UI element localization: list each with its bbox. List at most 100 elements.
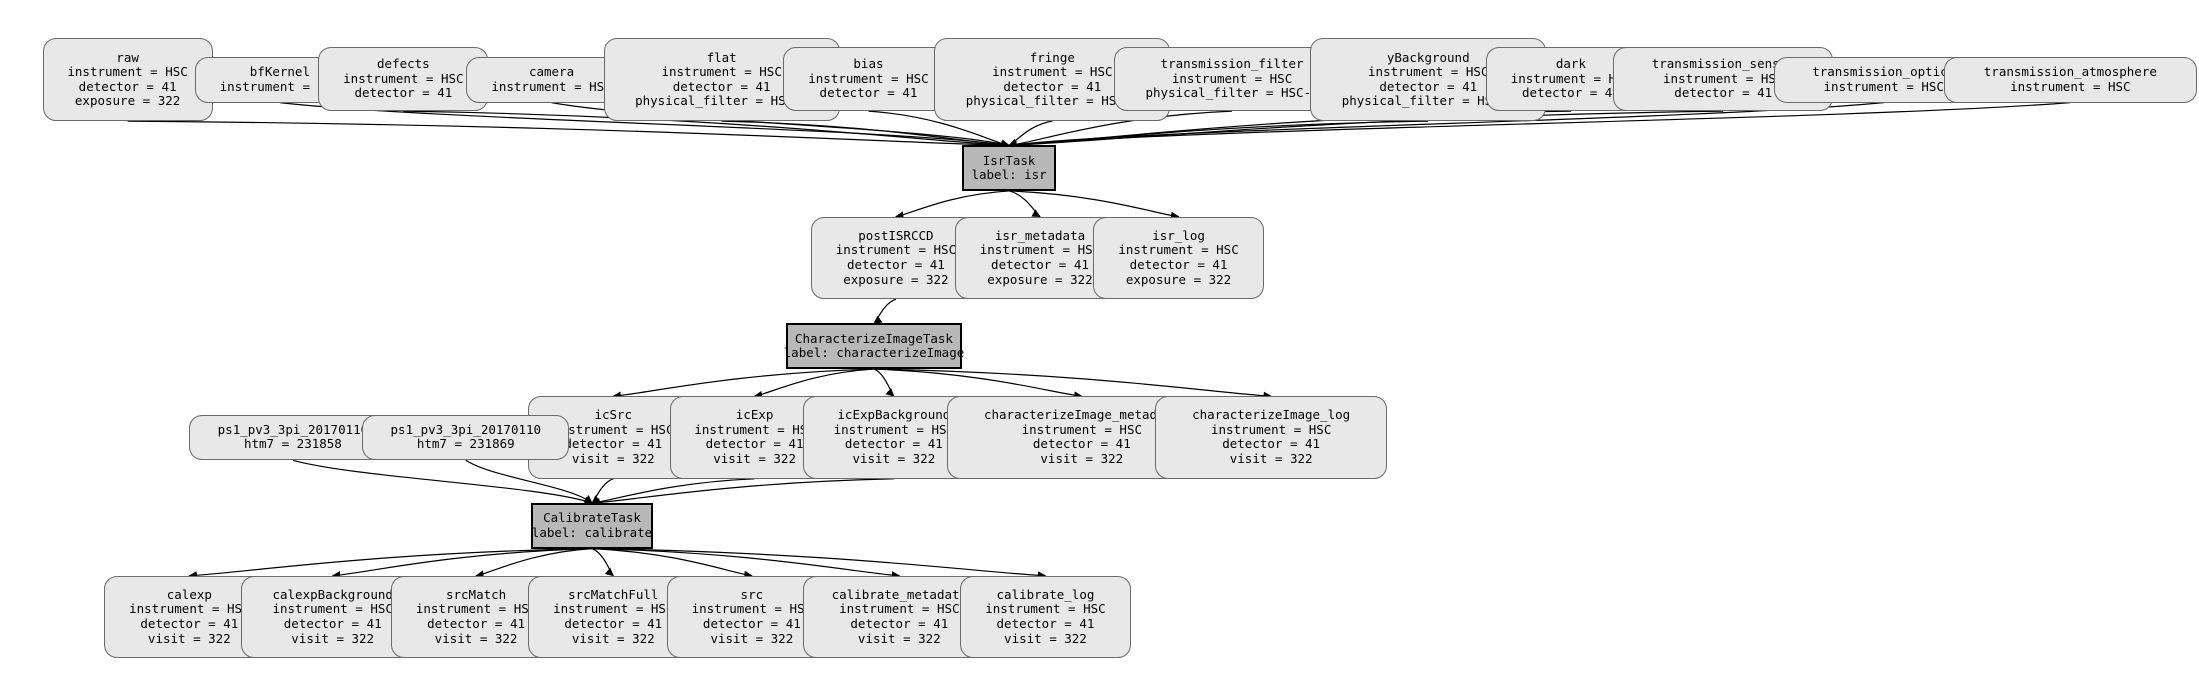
edge-fringe-to-IsrTask — [1008, 120, 1053, 147]
node-attr: detector = 41 — [819, 85, 918, 101]
edge-icExp-to-CalibrateTask — [591, 478, 755, 507]
node-attr: instrument = HSC — [1021, 421, 1143, 437]
edge-icExpBackground-to-CalibrateTask — [591, 478, 894, 507]
node-attr: physical_filter = HSC-Y — [965, 93, 1139, 109]
node-attr: instrument = HSC — [343, 70, 464, 86]
edge-CalibrateTask-to-src — [591, 548, 753, 580]
node-attr: visit = 322 — [571, 630, 655, 646]
node-attr: instrument = HSC — [1118, 242, 1239, 258]
node-attr: instrument = HSC — [694, 421, 815, 437]
node-attr: instrument = HSC — [1171, 70, 1293, 86]
edge-CharacterizeImageTask-to-characterizeImage_log — [873, 368, 1272, 401]
node-attr: visit = 322 — [1004, 630, 1087, 646]
node-attr: detector = 41 — [140, 616, 239, 631]
node-attr: instrument = HSC — [839, 601, 960, 617]
edge-CharacterizeImageTask-to-icSrc — [612, 368, 874, 400]
node-title: characterizeImage_log — [1192, 407, 1351, 423]
node-title: calexp — [166, 586, 212, 602]
edge-yBackground-to-IsrTask — [1008, 120, 1429, 150]
node-attr: visit = 322 — [713, 451, 796, 467]
node-attr: detector = 41 — [1003, 78, 1102, 94]
node-attr: instrument = HSC — [415, 601, 537, 617]
node-title: transmission_sensor — [1651, 56, 1795, 72]
node-attr: visit = 322 — [852, 451, 936, 467]
node-title: yBackground — [1386, 49, 1470, 65]
edge-CalibrateTask-to-srcMatchFull — [591, 548, 614, 577]
edge-flat-to-IsrTask — [721, 120, 1010, 150]
node-attr: instrument = HSC — [985, 601, 1106, 617]
edge-raw-to-IsrTask — [127, 120, 1010, 150]
node-attr: detector = 41 — [564, 436, 663, 452]
graph-edges — [127, 102, 2071, 580]
node-attr: physical_filter = HSC-Y — [635, 93, 809, 109]
node-attr: htm7 = 231869 — [416, 436, 515, 452]
node-attr: detector = 41 — [1522, 85, 1620, 101]
edge-icSrc-to-CalibrateTask — [591, 478, 614, 504]
node-attr: instrument = HSC — [1823, 78, 1944, 94]
node-attr: exposure = 322 — [74, 93, 181, 109]
node-title: srcMatch — [445, 586, 507, 602]
node-title: transmission_filter — [1160, 56, 1304, 72]
node-attr: label: characterizeImage — [783, 345, 965, 361]
node-attr: instrument = HSC — [1210, 421, 1332, 437]
node-attr: detector = 41 — [283, 616, 382, 631]
node-attr: instrument = HSC — [67, 64, 188, 80]
node-attr: visit = 322 — [571, 451, 655, 467]
node-attr: exposure = 322 — [843, 271, 949, 287]
node-title: postISRCCD — [858, 227, 934, 243]
node-title: fringe — [1029, 49, 1075, 65]
node-attr: instrument = HSC — [992, 64, 1113, 80]
node-attr: detector = 41 — [705, 436, 804, 452]
node-title: icSrc — [594, 407, 633, 423]
edge-CharacterizeImageTask-to-icExp — [753, 368, 875, 400]
node-attr: visit = 322 — [1229, 451, 1313, 467]
node-attr: exposure = 322 — [987, 271, 1093, 287]
node-title: transmission_atmosphere — [1983, 64, 2157, 80]
node-attr: detector = 41 — [996, 616, 1095, 631]
node-title: icExp — [735, 407, 774, 423]
edge-IsrTask-to-isr_log — [1009, 190, 1180, 221]
node-title: raw — [116, 49, 139, 65]
node-title: bfKernel — [249, 64, 310, 80]
node-title: dark — [1555, 56, 1586, 72]
node-attr: visit = 322 — [291, 630, 375, 646]
edge-CalibrateTask-to-calexp — [188, 548, 593, 580]
node-attr: instrument = HSC — [1663, 70, 1784, 86]
node-title: ps1_pv3_3pi_20170110 — [390, 421, 542, 437]
node-title: transmission_optics — [1812, 64, 1956, 80]
node-attr: visit = 322 — [434, 630, 518, 646]
node-title: isr_metadata — [994, 227, 1086, 243]
node-title: src — [740, 586, 764, 602]
edge-IsrTask-to-postISRCCD — [895, 190, 1010, 220]
node-attr: instrument = HSC — [691, 601, 813, 617]
node-attr: instrument = HSC — [833, 421, 955, 437]
node-attr: physical_filter = HSC-Y — [1145, 85, 1319, 101]
node-attr: detector = 41 — [1222, 436, 1321, 452]
node-title: icExpBackground — [837, 407, 951, 423]
node-attr: visit = 322 — [1040, 451, 1124, 467]
node-attr: instrument = HSC — [491, 78, 612, 94]
node-attr: detector = 41 — [1129, 256, 1228, 272]
node-attr: detector = 41 — [427, 616, 525, 631]
node-attr: detector = 41 — [850, 616, 949, 631]
node-attr: instrument = HSC — [979, 242, 1101, 258]
node-title: calexpBackground — [272, 586, 393, 602]
edge-CharacterizeImageTask-to-characterizeImage_metadata — [873, 368, 1083, 400]
edge-postISRCCD-to-CharacterizeImageTask — [873, 298, 897, 324]
node-attr: label: calibrate — [531, 524, 653, 540]
node-attr: instrument = HSC — [1368, 64, 1489, 80]
node-attr: instrument = HSC — [553, 421, 674, 437]
